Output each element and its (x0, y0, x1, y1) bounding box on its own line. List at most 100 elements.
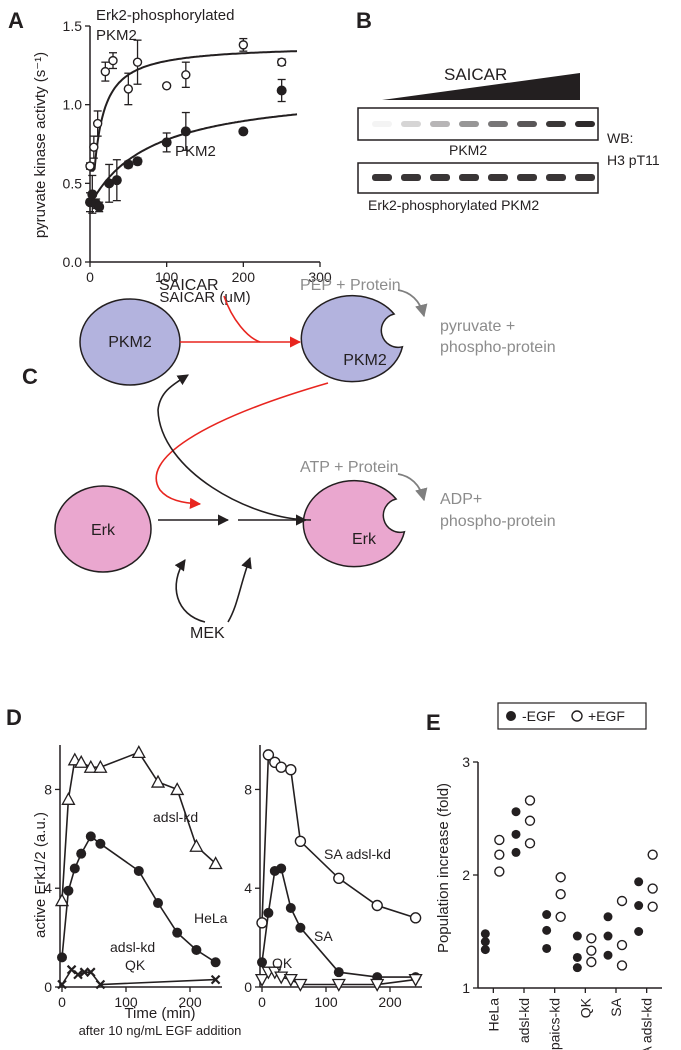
panel-d-point (283, 973, 298, 987)
panel-d-point (76, 848, 87, 859)
panel-d-point (83, 759, 98, 773)
panel-d-point (210, 957, 221, 968)
panel-e-point-minus-egf (542, 910, 552, 920)
label-hela: HeLa (194, 910, 228, 926)
panel-d-x-tick-label: 0 (258, 994, 266, 1010)
panel-a-point-pkm2 (132, 156, 143, 167)
panel-d-point (333, 872, 345, 885)
pk-product-arrow (397, 289, 428, 318)
blot-top-band (430, 121, 450, 127)
panel-e-point-minus-egf (480, 945, 490, 955)
panel-d-point (285, 902, 296, 913)
blot-top-band (488, 121, 508, 127)
panel-e-point-plus-egf (647, 883, 658, 894)
panel-d-point (371, 899, 383, 912)
blot-bottom-band (401, 174, 421, 181)
pkm2-right-label: PKM2 (343, 352, 387, 369)
blot-wb-label: WB: (607, 130, 633, 146)
panel-d-xlabel: Time (min) (124, 1005, 195, 1022)
erk-left-label: Erk (91, 522, 116, 539)
panel-c-diagram: PKM2 PKM2 Erk Erk SAICAR PEP + Protein p… (54, 277, 556, 642)
panel-e-point-plus-egf (494, 834, 505, 846)
panel-a-point-pkm2 (123, 159, 134, 170)
panel-d-x-tick-label: 100 (114, 994, 138, 1010)
panel-e-point-minus-egf (480, 929, 490, 939)
panel-e-y-tick-label: 3 (462, 754, 470, 770)
panel-d-point (93, 759, 108, 773)
panel-d-point (257, 957, 267, 968)
panel-d-point (61, 791, 76, 805)
panel-e-point-minus-egf (511, 847, 521, 857)
blot-bottom-band (430, 174, 450, 181)
mek-to-step2-arrow (227, 556, 252, 623)
panel-a-point-pkm2 (180, 126, 191, 137)
legend-minus-egf-label: -EGF (522, 708, 555, 724)
panel-a-x-tick-label: 100 (155, 269, 179, 285)
panel-e-point-minus-egf (603, 931, 613, 941)
panel-e-y-tick-label: 1 (462, 980, 470, 996)
panel-d-point (293, 978, 308, 992)
panel-d-point (63, 885, 74, 896)
panel-d-point (294, 835, 307, 848)
panel-a-point-erk2-pkm2 (238, 40, 249, 50)
panel-letter-d: D (6, 705, 22, 730)
panel-d-x-tick-label: 100 (314, 994, 338, 1010)
panel-d-x-tick-label: 200 (178, 994, 202, 1010)
blot-top-band (459, 121, 479, 127)
panel-a-point-erk2-pkm2 (92, 118, 103, 129)
panel-d-point (370, 978, 385, 992)
panel-e-point-plus-egf (524, 795, 536, 806)
panel-a-x-tick-label: 0 (86, 269, 94, 285)
blot-bottom-band (372, 174, 392, 181)
panel-e-point-minus-egf (572, 952, 582, 962)
panel-e-point-plus-egf (586, 945, 597, 956)
legend-plus-egf-label: +EGF (588, 708, 625, 724)
pkm2-right-node (300, 294, 404, 383)
panel-d-point (85, 831, 96, 842)
panel-a-y-tick-label: 1.5 (63, 18, 83, 34)
panel-d-point (191, 944, 202, 955)
panel-d-point (409, 912, 422, 924)
pyruvate-label-line1: pyruvate + (440, 318, 515, 335)
panel-e-point-plus-egf (647, 849, 658, 860)
panel-d-point (95, 979, 106, 990)
panel-d-y-tick-label: 8 (244, 781, 252, 797)
panel-e-point-minus-egf (572, 931, 582, 941)
panel-e-x-tick-label: SA adsl-kd (639, 998, 655, 1050)
legend-minus-egf-marker (506, 711, 516, 721)
panel-e-point-minus-egf (542, 943, 552, 953)
panel-d-point (54, 893, 70, 907)
cross-stroke (66, 964, 77, 975)
blot-top-band (372, 121, 392, 127)
pkm2-left-label: PKM2 (108, 334, 152, 351)
panel-d-point (333, 967, 344, 978)
panel-d-point (131, 745, 146, 759)
panel-a-point-pkm2 (276, 85, 287, 96)
panel-d-point (153, 898, 163, 909)
panel-e-point-minus-egf (511, 807, 521, 817)
panel-e-point-plus-egf (494, 849, 505, 860)
panel-a-point-pkm2 (94, 201, 105, 212)
panel-e-point-plus-egf (555, 872, 566, 883)
panel-a-point-pkm2 (111, 175, 122, 186)
panel-e-point-plus-egf (616, 960, 628, 971)
panel-d-y-tick-label: 8 (44, 781, 52, 797)
panel-e-data-points (480, 795, 658, 973)
blot-bottom-strip-label: Erk2-phosphorylated PKM2 (368, 197, 539, 213)
blot-top-band (546, 121, 566, 127)
panel-d-point (263, 907, 274, 918)
panel-d-point (274, 971, 289, 985)
panel-e-point-minus-egf (603, 912, 613, 922)
cross-stroke (95, 979, 106, 990)
blot-top-bands (372, 121, 595, 127)
panel-d-point (254, 973, 270, 987)
adp-label-line1: ADP+ (440, 491, 482, 508)
panel-e-point-minus-egf (634, 877, 644, 887)
